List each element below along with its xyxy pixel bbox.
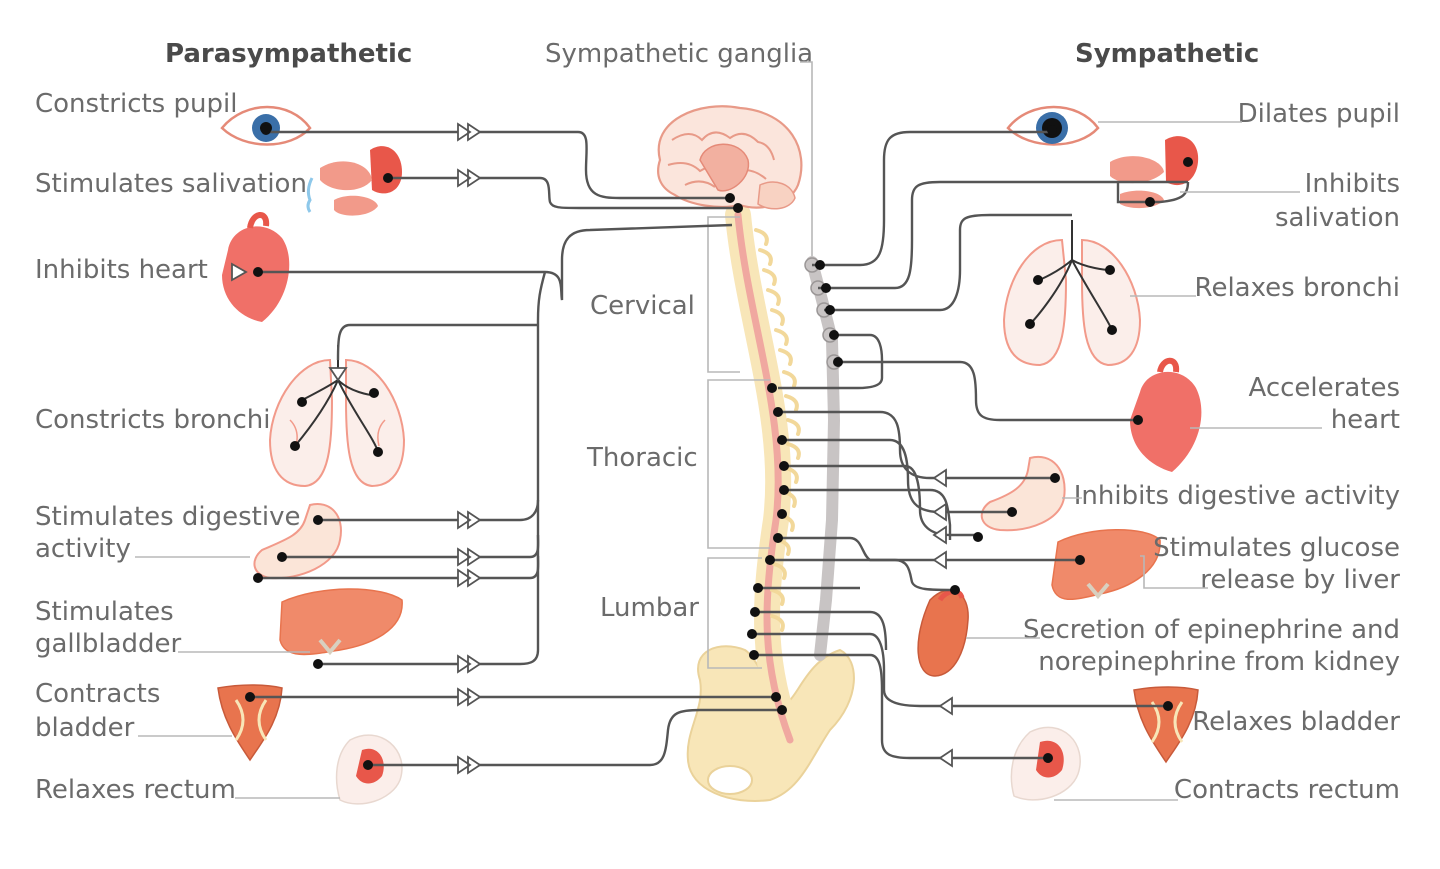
spinal-cord [734, 211, 794, 744]
label-constricts-bronchi: Constricts bronchi [35, 405, 271, 435]
label-stimulates-digestive-line1: Stimulates digestive [35, 502, 300, 532]
ganglia-leader-line [800, 61, 813, 262]
parasympathetic-nerves [250, 130, 782, 767]
label-secretion-line2: norepinephrine from kidney [1038, 647, 1400, 677]
lungs-icon [268, 345, 406, 488]
lumbar-bracket [707, 557, 762, 669]
sympathetic-arrows [932, 468, 953, 768]
parasympathetic-ganglia-arrows [231, 122, 482, 775]
liver-icon [279, 588, 403, 656]
label-stimulates-digestive-line2: activity [35, 534, 131, 564]
label-glucose-line2: release by liver [1200, 565, 1400, 595]
bladder-icon [1133, 686, 1199, 764]
label-relaxes-rectum: Relaxes rectum [35, 775, 236, 805]
label-stimulates-gallbladder-line1: Stimulates [35, 597, 174, 627]
stomach-icon [980, 455, 1066, 532]
label-glucose-line1: Stimulates glucose [1153, 533, 1400, 563]
sympathetic-nerves [752, 130, 1190, 760]
sympathetic-ganglia-label: Sympathetic ganglia [545, 39, 813, 69]
cervical-bracket [707, 216, 740, 373]
leader-liver [1140, 555, 1208, 589]
label-accelerates-heart-line2: heart [1331, 405, 1400, 435]
heart-icon [1130, 357, 1202, 472]
lumbar-label: Lumbar [600, 593, 699, 623]
label-stimulates-salivation: Stimulates salivation [35, 169, 307, 199]
liver-icon [1051, 529, 1161, 601]
nerve-endpoints [245, 125, 1193, 770]
label-stimulates-gallbladder-line2: gallbladder [35, 629, 182, 659]
label-contracts-rectum: Contracts rectum [1174, 775, 1400, 805]
label-inhibits-salivation-line2: salivation [1275, 203, 1400, 233]
label-secretion-line1: Secretion of epinephrine and [1023, 615, 1400, 645]
salivary-gland-icon [1110, 136, 1199, 209]
label-inhibits-digestive: Inhibits digestive activity [1074, 481, 1400, 511]
sympathetic-header: Sympathetic [1075, 39, 1259, 69]
label-inhibits-salivation-line1: Inhibits [1305, 169, 1400, 199]
parasympathetic-header: Parasympathetic [165, 39, 412, 69]
bladder-icon [217, 684, 283, 762]
salivary-gland-icon [306, 146, 402, 216]
lungs-icon [1002, 220, 1142, 367]
label-relaxes-bronchi: Relaxes bronchi [1195, 273, 1400, 303]
label-contracts-bladder-line1: Contracts [35, 679, 160, 709]
label-contracts-bladder-line2: bladder [35, 713, 135, 743]
brain-icon [657, 105, 803, 210]
label-accelerates-heart-line1: Accelerates [1249, 373, 1401, 403]
spine-icon [725, 202, 803, 753]
ganglia-chain [804, 256, 842, 661]
thoracic-label: Thoracic [586, 443, 698, 473]
kidney-icon [917, 589, 969, 677]
label-inhibits-heart: Inhibits heart [35, 255, 208, 285]
label-dilates-pupil: Dilates pupil [1238, 99, 1400, 129]
label-relaxes-bladder: Relaxes bladder [1192, 707, 1400, 737]
thoracic-bracket [707, 379, 770, 549]
label-constricts-pupil: Constricts pupil [35, 89, 237, 119]
rectum-icon [1010, 726, 1081, 801]
cervical-label: Cervical [590, 291, 695, 321]
